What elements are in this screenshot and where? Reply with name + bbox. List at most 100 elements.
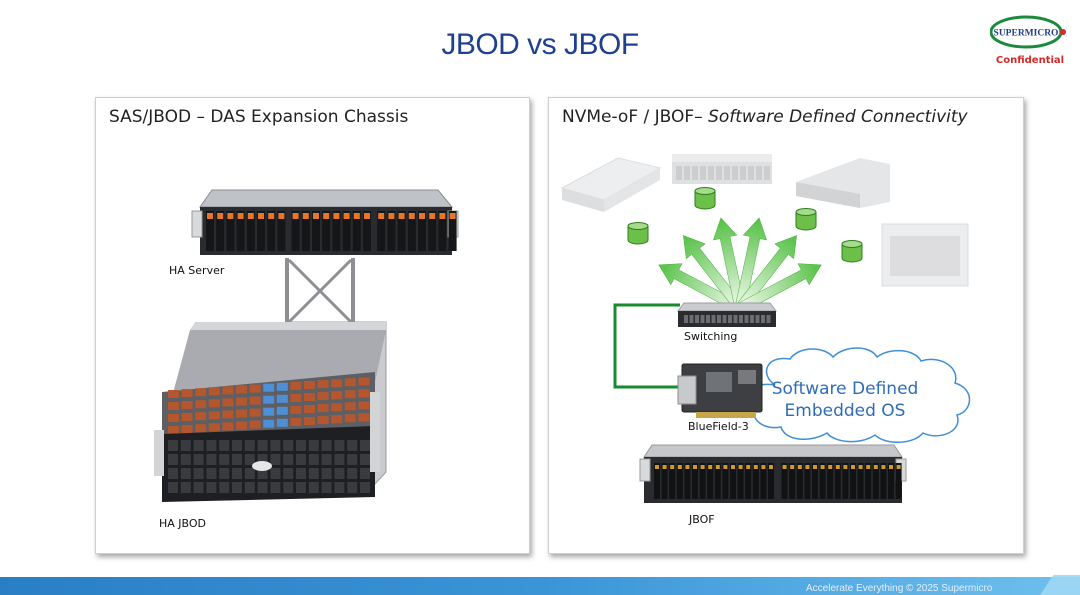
jbod-front-slot [232,440,242,451]
drive-bay [448,211,457,251]
jbod-drive [236,397,247,406]
software-cloud-shape [748,347,971,443]
jbof-tab [700,465,705,469]
jbof-tab [753,465,758,469]
jbof-tab [858,465,863,469]
jbof-bay [768,463,774,499]
jbod-front-slot [334,468,345,479]
drive-bay [352,211,361,251]
switch-port [750,315,754,323]
drive-tab [217,213,224,219]
ha-jbod-label: HA JBOD [159,517,207,530]
drive-tab [247,213,254,219]
drive-bay [332,211,341,251]
drive-tab [237,213,244,219]
jbod-drive [304,381,315,389]
jbod-drive [263,419,275,428]
jbod-front-slot [308,482,319,493]
jbof-chassis-image [639,444,907,503]
jbod-drive [317,380,329,389]
jbod-front-slot [321,440,332,451]
jbod-front-slot [206,468,217,479]
jbof-bay [880,463,887,499]
jbod-front-slot [360,454,370,465]
jbod-front-slot [244,468,255,479]
jbod-drive [317,392,329,401]
jbod-front-slot [219,440,230,451]
jbod-drive [222,398,234,407]
jbof-tab [769,465,773,469]
jbod-front-slot [347,454,358,465]
drive-bay [322,211,331,251]
jbof-tab [715,465,720,469]
faded-bay [756,166,762,180]
switch-port [717,315,721,323]
jbof-tab [655,465,659,469]
jbof-bay [812,463,818,499]
drive-bay [257,211,265,251]
jbod-drive [304,417,315,425]
jbod-front-slot [180,468,191,479]
jbod-front-slot [206,454,217,465]
jbod-front-slot [257,482,268,493]
jbod-front-slot [193,454,204,465]
drive-bay [277,211,286,251]
jbod-front-slot [180,440,191,451]
jbod-front-slot [168,482,178,493]
jbod-drive [249,396,261,405]
confidential-label: Confidential [995,55,1065,66]
jbod-front-slot [219,482,230,493]
ha-server-label: HA Server [169,264,225,277]
jbof-bay [842,463,849,499]
jbof-bay [737,463,744,499]
jbof-bay [692,463,698,499]
jbod-front-slot [321,482,332,493]
drive-bay [206,211,214,251]
jbod-front-slot [270,468,281,479]
jbod-front-slot [283,468,294,479]
jbof-bay [850,463,856,499]
cloud-text: Software Defined Embedded OS [760,378,930,422]
jbod-front-slot [180,454,191,465]
jbod-front-slot [193,482,204,493]
jbof-tab [761,465,766,469]
jbod-drive [208,411,220,420]
drive-bay [418,211,426,251]
drive-bay [438,211,447,251]
jbof-bay [730,463,736,499]
jbof-bay [676,463,683,499]
jbod-drive [195,388,207,397]
jbod-front-slot [347,440,358,451]
drive-tab [268,213,275,219]
jbod-front-slot [321,454,332,465]
jbod-drive [331,379,343,388]
switch-port [733,315,738,323]
jbod-front-slot [283,454,294,465]
jbod-drive [331,403,343,412]
jbof-bay [804,463,811,499]
jbod-front-slot [232,468,242,479]
jbod-drive [344,402,356,411]
switch-port [722,315,727,323]
drive-tab [364,213,370,219]
drive-tab [388,213,395,219]
drive-tab [408,213,415,219]
drive-bay [291,211,300,251]
jbod-drive [208,387,220,396]
jbof-bay [819,463,826,499]
jbod-drive [304,393,315,401]
faded-bay [740,166,746,180]
drive-tab [313,213,319,219]
jbod-front-slot [347,468,358,479]
jbod-front-slot [168,454,178,465]
jbod-drive [290,393,302,402]
client-servers-image [560,154,969,287]
switch-port [744,315,749,323]
drive-bay [216,211,225,251]
jbod-drive [358,377,370,386]
jbod-drive [263,395,275,404]
jbod-drive [168,426,179,434]
jbod-drive [236,409,247,418]
jbod-front-slot [360,440,370,451]
drive-tab [439,213,446,219]
